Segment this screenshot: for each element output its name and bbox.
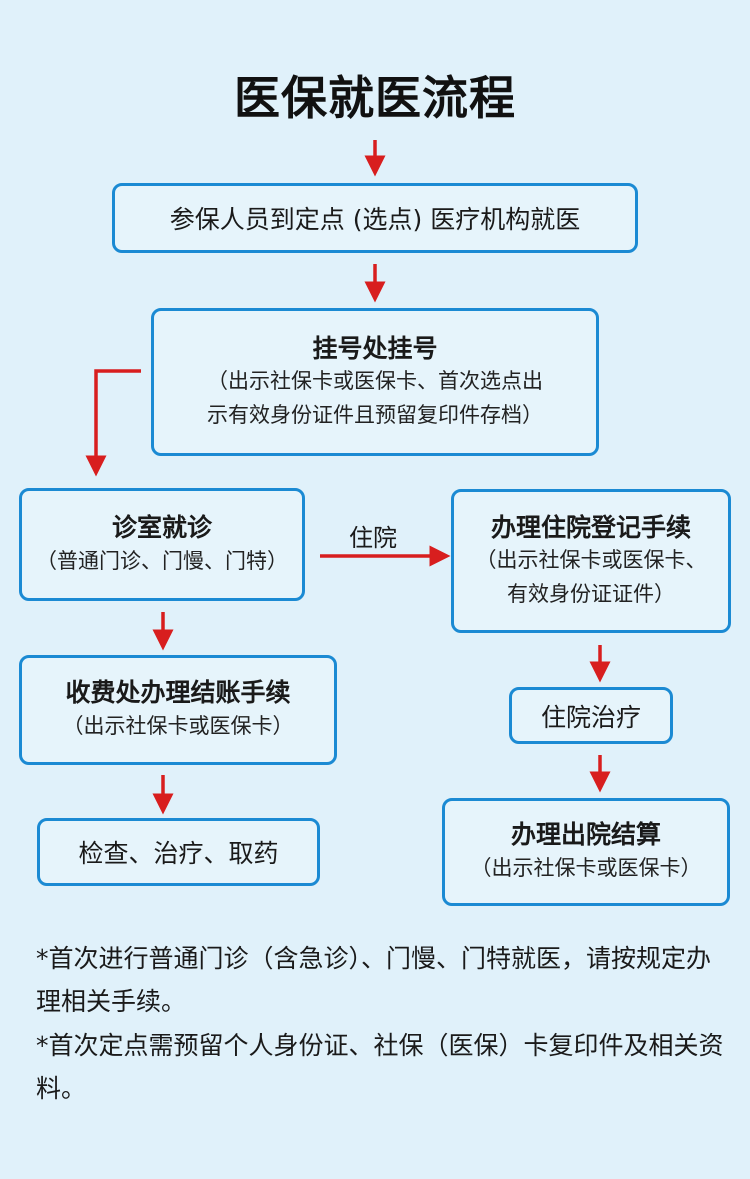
step-fee-sub: （出示社保卡或医保卡）	[62, 714, 294, 739]
step-clinic-sub: （普通门诊、门慢、门特）	[36, 548, 288, 573]
step-register: 挂号处挂号 （出示社保卡或医保卡、首次选点出 示有效身份证件且预留复印件存档）	[151, 308, 599, 456]
step-fee-title: 收费处办理结账手续	[65, 678, 291, 708]
step-inpatient: 住院治疗	[509, 687, 673, 744]
step-treatment-label: 检查、治疗、取药	[78, 839, 279, 868]
step-fee: 收费处办理结账手续 （出示社保卡或医保卡）	[19, 655, 337, 765]
step-admission: 办理住院登记手续 （出示社保卡或医保卡、 有效身份证证件）	[451, 489, 731, 633]
step-inpatient-label: 住院治疗	[540, 702, 641, 732]
step-register-sub-2: 示有效身份证件且预留复印件存档）	[207, 402, 543, 427]
page-title: 医保就医流程	[234, 71, 516, 125]
step-register-sub-1: （出示社保卡或医保卡、首次选点出	[207, 369, 543, 394]
step-discharge-title: 办理出院结算	[510, 820, 661, 850]
step-clinic: 诊室就诊 （普通门诊、门慢、门特）	[19, 488, 305, 601]
step-register-title: 挂号处挂号	[312, 333, 438, 363]
step-admission-sub-1: （出示社保卡或医保卡、	[475, 548, 707, 573]
footnote-1: *首次进行普通门诊（含急诊）、门慢、门特就医，请按规定办理相关手续。	[36, 944, 712, 1016]
step-start-label: 参保人员到定点 (选点) 医疗机构就医	[169, 205, 581, 234]
footnotes: *首次进行普通门诊（含急诊）、门慢、门特就医，请按规定办理相关手续。 *首次定点…	[36, 938, 726, 1112]
step-clinic-title: 诊室就诊	[111, 512, 212, 542]
footnote-2: *首次定点需预留个人身份证、社保（医保）卡复印件及相关资料。	[36, 1031, 724, 1103]
step-discharge-sub: （出示社保卡或医保卡）	[470, 856, 702, 881]
step-start: 参保人员到定点 (选点) 医疗机构就医	[112, 183, 638, 253]
edge-label-hospitalize: 住院	[349, 524, 397, 552]
step-admission-title: 办理住院登记手续	[490, 512, 691, 542]
step-treatment: 检查、治疗、取药	[37, 818, 320, 886]
arrow-register-to-clinic	[85, 369, 141, 477]
step-discharge: 办理出院结算 （出示社保卡或医保卡）	[442, 798, 730, 906]
step-admission-sub-2: 有效身份证证件）	[507, 581, 675, 606]
